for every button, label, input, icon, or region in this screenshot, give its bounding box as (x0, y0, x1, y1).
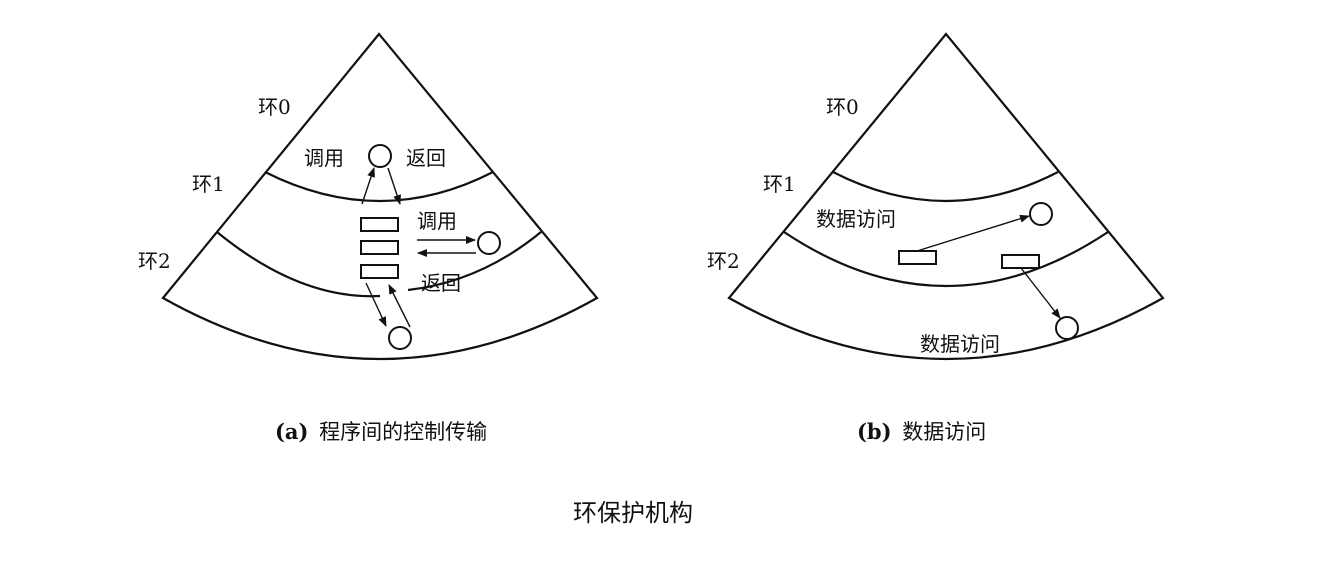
caption-a-prefix: (a) (275, 419, 308, 444)
data-access-arrow-down (1020, 267, 1061, 319)
ring2-label-a: 环2 (138, 249, 171, 273)
caption-b: (b) 数据访问 (857, 419, 986, 444)
ring1-boundary-a (264, 171, 494, 203)
data-access-arrow-up (916, 214, 1030, 252)
diagram-a: 环0 环1 环2 调用 返回 调用 返回 (a) 程序间的控制传输 (138, 32, 599, 444)
gate-box-3 (360, 264, 399, 279)
caption-b-prefix: (b) (857, 419, 892, 444)
return-arrow-down (387, 167, 401, 205)
diagram-b: 环0 环1 环2 数据访问 数据访问 (b) 数据访问 (707, 32, 1165, 444)
call-label-mid: 调用 (417, 209, 457, 233)
call-label-top: 调用 (304, 146, 344, 170)
procedure-box-b1 (898, 250, 937, 265)
procedure-ring2-a (388, 326, 412, 350)
caption-b-text: 数据访问 (902, 420, 986, 444)
ring0-label-b: 环0 (826, 95, 859, 119)
sector-outline-a (161, 32, 599, 361)
ring1-boundary-b (832, 171, 1059, 203)
caption-a: (a) 程序间的控制传输 (275, 419, 487, 444)
gate-box-2 (360, 240, 399, 255)
data-segment-ring1-b (1029, 202, 1053, 226)
gate-box-1 (360, 217, 399, 232)
ring2-boundary-b (783, 231, 1109, 288)
ring2-label-b: 环2 (707, 249, 740, 273)
ring1-label-b: 环1 (763, 172, 796, 196)
return-label-top: 返回 (406, 146, 446, 170)
procedure-box-b2 (1001, 254, 1040, 269)
procedure-ring0-a (368, 144, 392, 168)
ring2-boundary-a (216, 231, 542, 298)
call-arrow-up (361, 167, 375, 205)
return-label-mid: 返回 (421, 271, 461, 295)
ring1-label-a: 环1 (192, 172, 225, 196)
call-arrow-down (365, 282, 387, 327)
data-access-label-2: 数据访问 (920, 332, 1000, 356)
procedure-ring1-a (477, 231, 501, 255)
sector-outline-b (727, 32, 1165, 361)
return-arrow-up (388, 284, 411, 328)
ring0-label-a: 环0 (258, 95, 291, 119)
data-access-label-1: 数据访问 (816, 207, 896, 231)
data-segment-ring2-b (1055, 316, 1079, 340)
caption-a-text: 程序间的控制传输 (319, 420, 487, 444)
figure-title: 环保护机构 (573, 499, 693, 527)
